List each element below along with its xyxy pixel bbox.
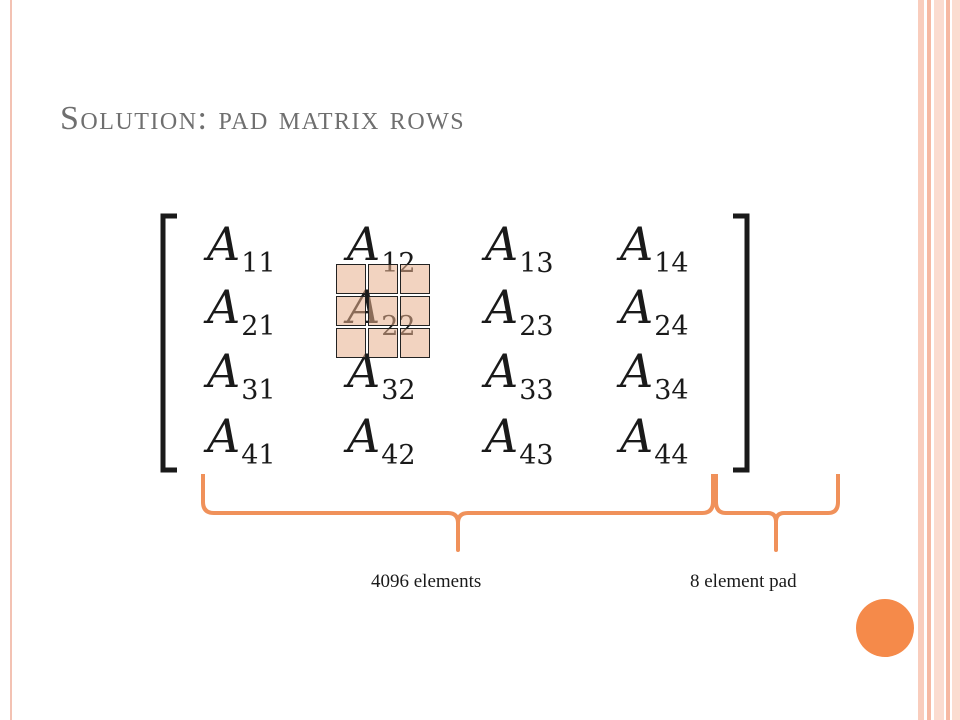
entry-subscript: 11: [241, 248, 276, 279]
entry-base: A: [347, 217, 381, 271]
elements-label: 4096 elements: [371, 571, 482, 592]
entry-base: A: [620, 217, 654, 271]
entry-subscript: 13: [519, 248, 554, 279]
stripe: [934, 0, 944, 720]
entry-base: A: [347, 409, 381, 463]
tile-cell: [336, 264, 366, 294]
matrix-entry: A42: [347, 413, 416, 469]
entry-base: A: [485, 280, 519, 334]
entry-base: A: [207, 280, 241, 334]
tile-cell: [336, 296, 366, 326]
accent-circle: [856, 599, 914, 657]
matrix-entry: A12: [347, 221, 416, 277]
pad-label: 8 element pad: [690, 571, 797, 592]
entry-subscript: 42: [381, 440, 416, 471]
matrix-entry: A23: [485, 284, 554, 340]
stripe: [927, 0, 931, 720]
entry-base: A: [207, 409, 241, 463]
entry-subscript: 43: [519, 440, 554, 471]
entry-subscript: 24: [654, 311, 689, 342]
entry-subscript: 44: [654, 440, 689, 471]
tile-cell: [368, 328, 398, 358]
tile-cell: [400, 296, 430, 326]
matrix-right-bracket: [733, 213, 750, 473]
entry-base: A: [207, 344, 241, 398]
tile-cell: [368, 264, 398, 294]
stripe: [952, 0, 960, 720]
matrix-entry: A34: [620, 348, 689, 404]
matrix-entry: A21: [207, 284, 276, 340]
entry-base: A: [207, 217, 241, 271]
entry-subscript: 32: [381, 375, 416, 406]
entry-subscript: 23: [519, 311, 554, 342]
entry-subscript: 21: [241, 311, 276, 342]
matrix-entry: A43: [485, 413, 554, 469]
entry-base: A: [485, 344, 519, 398]
tile-cell: [336, 328, 366, 358]
slide-frame-left: [10, 0, 12, 720]
stripe: [946, 0, 950, 720]
entry-base: A: [620, 280, 654, 334]
matrix-entry: A33: [485, 348, 554, 404]
tile-overlay: [336, 264, 432, 360]
matrix-entry: A24: [620, 284, 689, 340]
stripe: [918, 0, 924, 720]
matrix-entry: A41: [207, 413, 276, 469]
entry-subscript: 41: [241, 440, 276, 471]
entry-subscript: 31: [241, 375, 276, 406]
matrix-left-bracket: [160, 213, 177, 473]
entry-base: A: [485, 217, 519, 271]
entry-base: A: [620, 344, 654, 398]
entry-subscript: 34: [654, 375, 689, 406]
matrix-entry: A13: [485, 221, 554, 277]
pad-brace: [714, 474, 840, 552]
entry-base: A: [485, 409, 519, 463]
elements-brace: [201, 474, 715, 552]
matrix-entry: A44: [620, 413, 689, 469]
entry-subscript: 14: [654, 248, 689, 279]
matrix-entry: A14: [620, 221, 689, 277]
entry-subscript: 33: [519, 375, 554, 406]
matrix-entry: A11: [207, 221, 276, 277]
tile-cell: [400, 328, 430, 358]
tile-cell: [368, 296, 398, 326]
matrix-entry: A31: [207, 348, 276, 404]
slide-title: Solution: pad matrix rows: [60, 100, 466, 137]
tile-cell: [400, 264, 430, 294]
entry-base: A: [620, 409, 654, 463]
